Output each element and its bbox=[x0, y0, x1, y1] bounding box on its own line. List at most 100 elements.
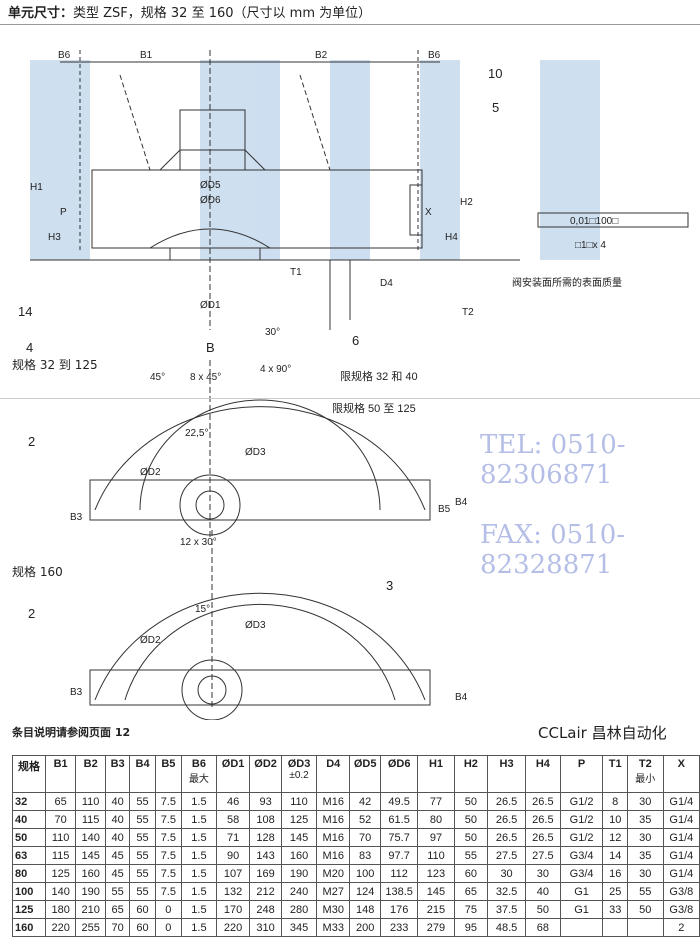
table-cell: 52 bbox=[349, 810, 381, 829]
table-caption: 条目说明请参阅页面 12 bbox=[12, 726, 131, 739]
table-cell: 55 bbox=[129, 810, 156, 829]
table-cell: 1.5 bbox=[180, 810, 218, 829]
table-cell: 30 bbox=[626, 792, 664, 811]
table-cell: 148 bbox=[349, 900, 381, 919]
top-dimension-lines bbox=[60, 50, 440, 330]
background-logo bbox=[30, 60, 600, 260]
angle-45: 45° bbox=[150, 372, 165, 383]
dim-b5: B5 bbox=[438, 504, 451, 515]
divider bbox=[0, 24, 700, 25]
surface-roughness: □1□x 4 bbox=[575, 240, 606, 251]
section-label-32-125: 规格 32 到 125 bbox=[12, 358, 98, 372]
note-32-40: 限规格 32 和 40 bbox=[340, 369, 418, 383]
table-cell: 37.5 bbox=[487, 900, 527, 919]
dim-od3-160: ØD3 bbox=[245, 620, 266, 631]
column-header-label: ØD5 bbox=[353, 758, 377, 770]
column-header-label: H4 bbox=[535, 758, 550, 770]
column-header: B5 bbox=[154, 755, 182, 793]
column-header-label: B1 bbox=[53, 758, 68, 770]
table-cell: 26.5 bbox=[525, 792, 561, 811]
callout-2: 2 bbox=[28, 434, 35, 449]
table-cell: 176 bbox=[379, 900, 419, 919]
dim-b3: B3 bbox=[70, 512, 83, 523]
view-160 bbox=[89, 530, 431, 720]
table-cell: 55 bbox=[129, 792, 156, 811]
table-cell: 70 bbox=[349, 828, 381, 847]
table-cell: G3/8 bbox=[662, 900, 700, 919]
dim-h3: H3 bbox=[48, 232, 61, 243]
flatness-tolerance: 0,01□100□ bbox=[570, 216, 618, 227]
table-cell: G1 bbox=[559, 882, 604, 901]
note-50-125: 限规格 50 至 125 bbox=[332, 401, 416, 415]
column-header: P bbox=[559, 755, 604, 793]
dim-p: P bbox=[60, 207, 67, 218]
table-cell: 14 bbox=[602, 846, 628, 865]
dim-h2: H2 bbox=[460, 197, 473, 208]
dim-b4: B4 bbox=[455, 497, 468, 508]
angle-22-5: 22,5° bbox=[185, 428, 208, 439]
table-cell: 33 bbox=[602, 900, 628, 919]
column-header: B3 bbox=[104, 755, 131, 793]
table-cell bbox=[626, 918, 664, 937]
table-cell: 310 bbox=[249, 918, 282, 937]
table-cell: 233 bbox=[379, 918, 419, 937]
table-cell: 58 bbox=[216, 810, 251, 829]
table-cell: 160 bbox=[75, 864, 106, 883]
angle-12x30: 12 x 30° bbox=[180, 537, 217, 548]
table-cell: 65 bbox=[44, 792, 77, 811]
angle-30: 30° bbox=[265, 327, 280, 338]
row-size: 80 bbox=[12, 864, 46, 883]
dim-b2: B2 bbox=[315, 50, 328, 61]
column-header: ØD6 bbox=[379, 755, 419, 793]
dim-od3: ØD3 bbox=[245, 447, 266, 458]
column-header-label: H2 bbox=[463, 758, 478, 770]
table-cell: 110 bbox=[75, 792, 106, 811]
dim-od2-160: ØD2 bbox=[140, 635, 161, 646]
callout-4: 4 bbox=[26, 340, 33, 355]
column-header: D4 bbox=[316, 755, 351, 793]
table-cell: 279 bbox=[417, 918, 455, 937]
table-cell: 50 bbox=[453, 828, 489, 847]
table-cell: 60 bbox=[453, 864, 489, 883]
dim-od5: ØD5 bbox=[200, 180, 221, 191]
column-header: B2 bbox=[75, 755, 106, 793]
table-cell: 40 bbox=[525, 882, 561, 901]
table-cell: 45 bbox=[104, 846, 131, 865]
callout-5: 5 bbox=[492, 100, 499, 115]
table-cell: 32.5 bbox=[487, 882, 527, 901]
dim-d4: D4 bbox=[380, 278, 393, 289]
table-cell: 12 bbox=[602, 828, 628, 847]
column-header-label: B2 bbox=[83, 758, 98, 770]
table-cell: 112 bbox=[379, 864, 419, 883]
table-cell: 77 bbox=[417, 792, 455, 811]
table-cell: M16 bbox=[316, 792, 351, 811]
column-header: ØD3±0.2 bbox=[280, 755, 318, 793]
table-cell: 55 bbox=[104, 882, 131, 901]
table-cell: 40 bbox=[104, 828, 131, 847]
column-header: H4 bbox=[525, 755, 561, 793]
dim-t1: T1 bbox=[290, 267, 302, 278]
table-cell: 132 bbox=[216, 882, 251, 901]
table-cell: 138.5 bbox=[379, 882, 419, 901]
callout-3: 3 bbox=[386, 578, 393, 593]
table-cell: 212 bbox=[249, 882, 282, 901]
table-cell: 65 bbox=[453, 882, 489, 901]
table-cell: 107 bbox=[216, 864, 251, 883]
table-cell: 26.5 bbox=[525, 828, 561, 847]
table-cell: 50 bbox=[453, 810, 489, 829]
callout-14: 14 bbox=[18, 304, 32, 319]
table-cell: G1/2 bbox=[559, 828, 604, 847]
column-header: H3 bbox=[487, 755, 527, 793]
column-header: H2 bbox=[453, 755, 489, 793]
column-header: ØD2 bbox=[249, 755, 282, 793]
table-cell: 140 bbox=[44, 882, 77, 901]
table-cell: G3/8 bbox=[662, 882, 700, 901]
